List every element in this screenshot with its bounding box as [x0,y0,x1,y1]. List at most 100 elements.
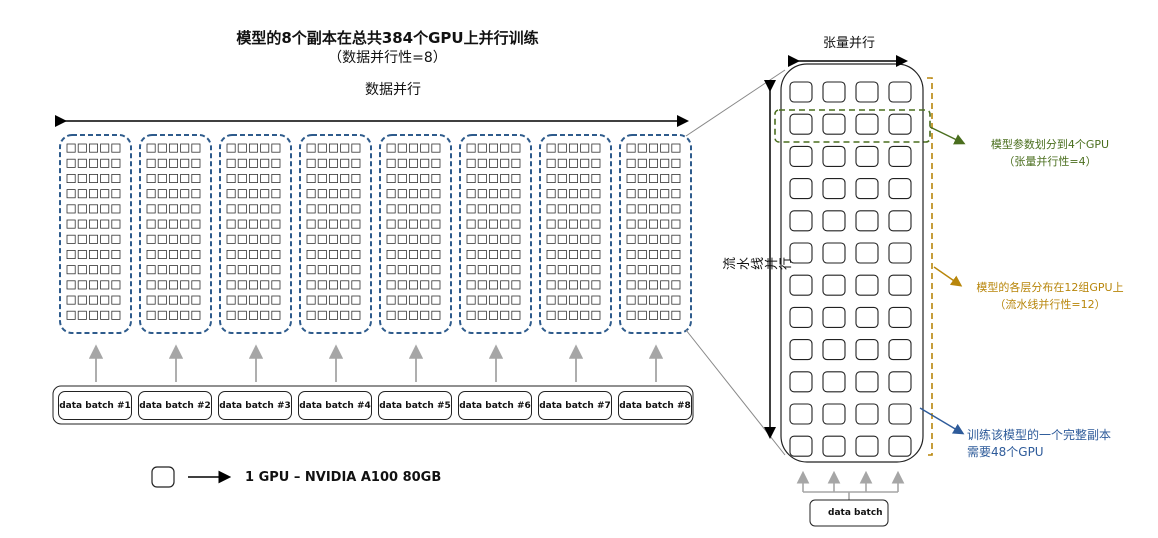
gpu-cell [168,234,178,244]
gpu-cell [511,280,521,290]
gpu-cell [888,339,912,361]
gpu-cell [351,189,361,199]
gpu-cell [488,234,498,244]
gpu-cell [569,295,579,305]
gpu-cell [408,204,418,214]
gpu-cell [569,234,579,244]
gpu-cell [111,310,121,320]
gpu-cell [488,219,498,229]
gpu-cell [557,280,567,290]
gpu-cell [420,265,430,275]
gpu-cell [237,204,247,214]
gpu-cell [351,143,361,153]
gpu-cell [466,280,476,290]
gpu-cell [146,173,156,183]
gpu-cell [306,143,316,153]
gpu-cell [328,280,338,290]
gpu-cell [328,310,338,320]
gpu-cell [77,280,87,290]
gpu-cell [511,158,521,168]
gpu-cell [500,310,510,320]
gpu-cell [100,249,110,259]
gpu-cell [671,249,681,259]
gpu-cell [420,173,430,183]
gpu-cell [386,204,396,214]
gpu-cell [237,189,247,199]
gpu-cell [591,265,601,275]
gpu-cell [591,295,601,305]
gpu-cell [822,242,846,264]
gpu-cell [660,204,670,214]
gpu-cell [466,234,476,244]
gpu-cell [500,234,510,244]
gpu-cell [237,265,247,275]
gpu-cell [248,143,258,153]
gpu-cell [671,158,681,168]
gpu-cell [340,295,350,305]
gpu-cell [649,158,659,168]
gpu-cell [660,265,670,275]
gpu-cell [111,295,121,305]
gpu-cell [271,143,281,153]
gpu-cell [511,173,521,183]
gpu-cell [546,189,556,199]
gpu-cell [466,310,476,320]
gpu-cell [271,310,281,320]
gpu-cell [488,189,498,199]
gpu-cell [789,306,813,328]
gpu-cell [855,178,879,200]
gpu-cell [408,280,418,290]
replica-1-outline [59,134,132,334]
gpu-cell [888,210,912,232]
gpu-cell [271,204,281,214]
gpu-cell [386,143,396,153]
gpu-cell [466,173,476,183]
gpu-cell [557,158,567,168]
gpu-cell [191,295,201,305]
gpu-cell [591,158,601,168]
gpu-cell [306,234,316,244]
gpu-cell [66,310,76,320]
gpu-cell [340,143,350,153]
gpu-cell [569,265,579,275]
gpu-cell [660,143,670,153]
gpu-cell [420,280,430,290]
gpu-cell [111,158,121,168]
gpu-cell [822,178,846,200]
gpu-cell [317,234,327,244]
gpu-cell [511,310,521,320]
gpu-cell [317,189,327,199]
gpu-cell [260,280,270,290]
gpu-cell [477,189,487,199]
gpu-cell [466,249,476,259]
gpu-cell [557,189,567,199]
gpu-cell [500,204,510,214]
gpu-cell [351,310,361,320]
gpu-cell [157,295,167,305]
gpu-cell [306,280,316,290]
gpu-cell [248,249,258,259]
gpu-cell [546,280,556,290]
gpu-cell [168,173,178,183]
gpu-cell [557,173,567,183]
gpu-cell [546,143,556,153]
gpu-cell [100,280,110,290]
gpu-cell [100,295,110,305]
gpu-cell [66,295,76,305]
gpu-cell [591,173,601,183]
gpu-cell [77,219,87,229]
gpu-cell [77,310,87,320]
gpu-cell [408,295,418,305]
gpu-cell [317,204,327,214]
gpu-cell [111,249,121,259]
gpu-cell [306,295,316,305]
gpu-cell [855,81,879,103]
gpu-cell [271,173,281,183]
gpu-cell [431,219,441,229]
gpu-cell [660,280,670,290]
gpu-cell [248,280,258,290]
gpu-cell [351,249,361,259]
gpu-cell [157,265,167,275]
gpu-cell [466,204,476,214]
gpu-cell [66,189,76,199]
